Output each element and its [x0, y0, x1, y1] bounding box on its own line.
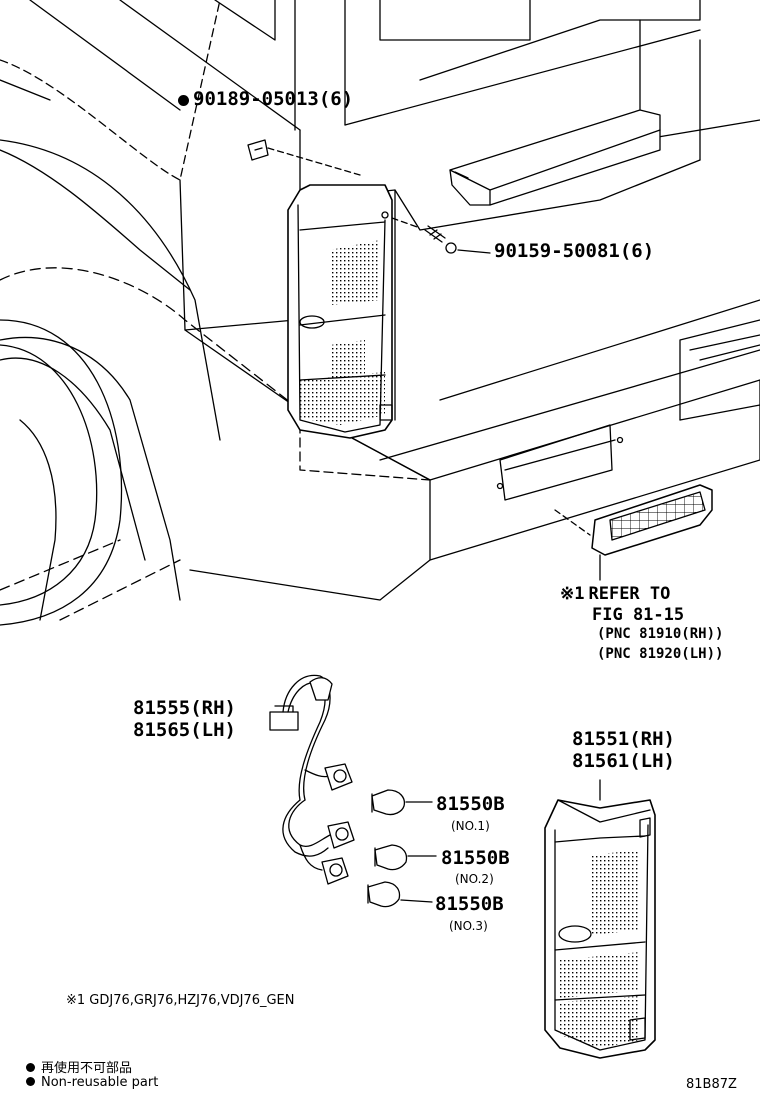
bulb-2-part: 81550B: [441, 847, 510, 869]
legend-en-text: Non-reusable part: [41, 1075, 159, 1090]
bulb-1-part: 81550B: [436, 793, 505, 815]
legend-jp-text: 再使用不可部品: [41, 1061, 133, 1076]
lens-rh: 81551(RH): [572, 728, 675, 750]
legend-en: Non-reusable part: [26, 1075, 158, 1090]
non-reusable-dot-icon: [26, 1077, 35, 1086]
refer-line2: FIG 81-15: [592, 605, 685, 625]
refer-pnc-rh: (PNC 81910(RH)): [597, 626, 724, 642]
footnote: ※1 GDJ76,GRJ76,HZJ76,VDJ76_GEN: [66, 993, 295, 1008]
screw-part-number: 90159-50081(6): [494, 240, 655, 262]
legend-jp: 再使用不可部品: [26, 1057, 132, 1076]
lens-assembly: [544, 779, 656, 1059]
bulb-3-part: 81550B: [435, 893, 504, 915]
bulb-1-note: (NO.1): [451, 819, 490, 833]
installed-rear-lamp: [287, 184, 393, 439]
non-reusable-dot-icon: [26, 1063, 35, 1072]
bulbs: [367, 789, 437, 908]
non-reusable-dot-icon: [178, 95, 189, 106]
refer-line1: REFER TO: [588, 584, 671, 604]
figure-code: 81B87Z: [686, 1077, 737, 1092]
clip-part-number: 90189-05013(6): [193, 88, 354, 110]
socket-wire-lh: 81565(LH): [133, 719, 236, 741]
socket-wire-rh: 81555(RH): [133, 697, 236, 719]
socket-and-wire: [269, 674, 355, 885]
refer-mark: ※1: [560, 584, 585, 604]
refer-pnc-lh: (PNC 81920(LH)): [597, 646, 724, 662]
lens-lh: 81561(LH): [572, 750, 675, 772]
clip-callout: 90189-05013(6): [178, 88, 353, 110]
bulb-3-note: (NO.3): [449, 919, 488, 933]
reflector: [554, 484, 713, 581]
bulb-2-note: (NO.2): [455, 872, 494, 886]
